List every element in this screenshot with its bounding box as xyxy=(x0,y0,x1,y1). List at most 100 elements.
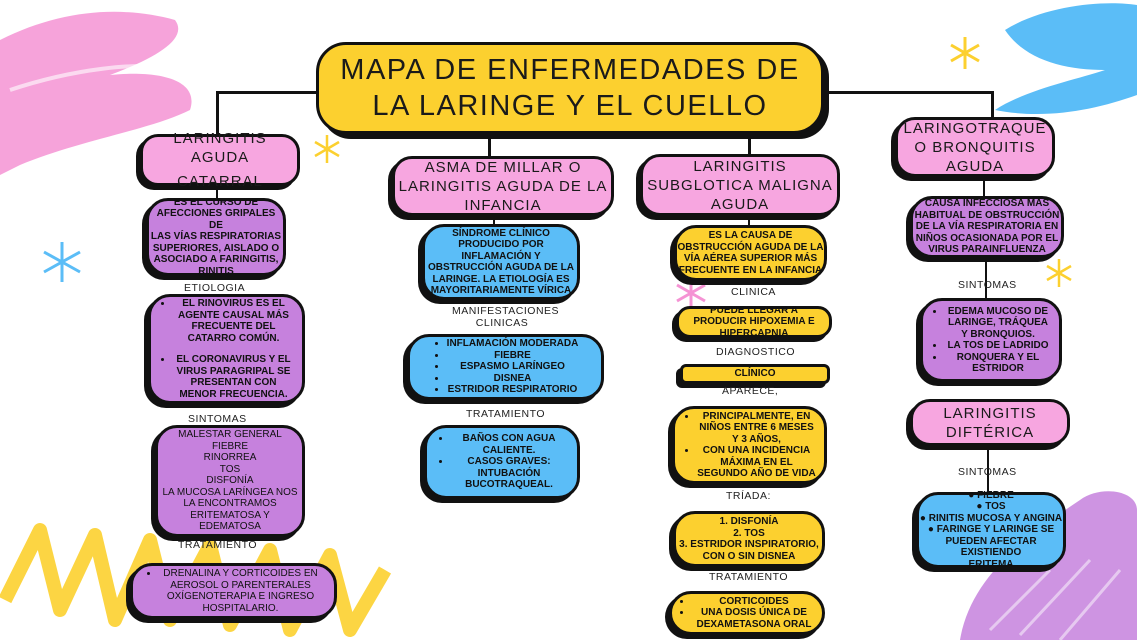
bullet-item: INFLAMACIÓN MODERADA xyxy=(447,338,579,350)
connector-line xyxy=(987,446,989,494)
bullet-item: ESTRIDOR RESPIRATORIO xyxy=(447,384,579,396)
pink-asterisk-icon xyxy=(676,277,706,309)
text-line: LA ENCONTRAMOS xyxy=(183,498,277,510)
tratamiento-box: DRENALINA Y CORTICOIDES EN AEROSOL O PAR… xyxy=(130,563,337,619)
triada-box: 1. DISFONÍA 2. TOS 3. ESTRIDOR INSPIRATO… xyxy=(673,511,825,567)
label-manifestaciones: MANIFESTACIONES CLINICAS xyxy=(452,305,560,329)
text-line: RINORREA xyxy=(203,452,257,464)
text-line: MAYORITARIAMENTE VÍRICA xyxy=(430,285,572,296)
text-line: TOS xyxy=(219,463,241,475)
text-line: RINITIS xyxy=(198,265,234,277)
etiologia-box: EL RINOVIRUS ES EL AGENTE CAUSAL MÁS FRE… xyxy=(148,294,305,404)
text-line: VIRUS PARAINFLUENZA xyxy=(928,244,1046,256)
text-line: LARINGE. LA ETIOLOGÍA ES xyxy=(432,273,570,285)
label-clinica: CLINICA xyxy=(731,286,776,298)
tratamiento-box: CORTICOIDES UNA DOSIS ÚNICA DE DEXAMETAS… xyxy=(669,591,825,635)
text-line: OBSTRUCCIÓN AGUDA DE LA xyxy=(428,262,574,273)
text-line: OBSTRUCCIÓN AGUDA DE LA xyxy=(677,241,824,253)
blue-brush-decoration xyxy=(995,3,1137,115)
definition-box: ES LA CAUSA DE OBSTRUCCIÓN AGUDA DE LA V… xyxy=(674,225,827,281)
text-line: ASOCIADO A FARINGITIS, xyxy=(153,254,279,266)
diagnostico-box: CLÍNICO xyxy=(680,364,830,384)
text-line: ES LA CAUSA DE xyxy=(708,230,793,241)
text-line: NIÑOS OCASIONADA POR EL xyxy=(915,232,1059,244)
heading-line: INFANCIA xyxy=(464,196,542,214)
connector-line xyxy=(216,186,218,198)
connector-line xyxy=(493,216,495,224)
heading-line: LARINGITIS xyxy=(943,404,1037,422)
sintomas-difteria-box: ● FIEBRE ● TOS ● RINITIS MUCOSA Y ANGINA… xyxy=(916,489,1066,570)
text-line: ● FARINGE Y LARINGE SE xyxy=(927,524,1055,536)
connector-line xyxy=(488,134,491,156)
label-etiologia: ETIOLOGIA xyxy=(184,282,246,294)
label-tratamiento: TRATAMIENTO xyxy=(178,539,257,551)
heading-asma-de-millar: ASMA DE MILLAR O LARINGITIS AGUDA DE LA … xyxy=(392,156,614,216)
bullet-item: CON UNA INCIDENCIA MÁXIMA EN EL SEGUNDO … xyxy=(697,445,816,480)
label-line: MANIFESTACIONES xyxy=(452,305,560,317)
heading-line: O BRONQUITIS xyxy=(914,138,1036,156)
connector-line xyxy=(985,258,987,298)
text-line: HABITUAL DE OBSTRUCCIÓN xyxy=(914,209,1060,221)
sintomas-box: EDEMA MUCOSO DE LARINGE, TRÁQUEA Y BRONQ… xyxy=(920,298,1062,382)
bullet-item: DISNEA xyxy=(447,373,579,385)
heading-laringotraqueobronquitis: LARINGOTRAQUE O BRONQUITIS AGUDA xyxy=(895,117,1055,177)
title-line: MAPA DE ENFERMEDADES DE xyxy=(340,54,800,86)
text-line: SÍNDROME CLÍNICO xyxy=(452,227,550,239)
text-line: ERITEMA xyxy=(968,558,1014,570)
bullet-item: EDEMA MUCOSO DE LARINGE, TRÁQUEA Y BRONQ… xyxy=(945,306,1051,341)
text-line: MALESTAR GENERAL xyxy=(178,429,282,441)
label-sintomas: SINTOMAS xyxy=(958,279,1017,291)
text-line: LAS VÍAS RESPIRATORIAS xyxy=(150,231,282,243)
aparece-box: PRINCIPALMENTE, EN NIÑOS ENTRE 6 MESES Y… xyxy=(672,406,827,484)
label-triada: TRÍADA: xyxy=(726,490,771,502)
text-line: PUEDE LLEGAR A PRODUCIR HIPOXEMIA E HIPE… xyxy=(693,304,815,339)
text-line: 3. ESTRIDOR INSPIRATORIO, xyxy=(679,539,819,550)
blue-asterisk-icon xyxy=(43,242,81,282)
heading-line: SUBGLOTICA MALIGNA xyxy=(647,176,833,194)
heading-line: ASMA DE MILLAR O xyxy=(424,158,582,176)
definition-box: SÍNDROME CLÍNICO PRODUCIDO POR INFLAMACI… xyxy=(422,224,580,300)
text-line: PRODUCIDO POR xyxy=(458,239,544,250)
connector-line xyxy=(216,91,219,139)
connector-line xyxy=(824,91,994,94)
label-line: CLINICAS xyxy=(475,317,529,329)
text-line: DISFONÍA xyxy=(206,475,254,487)
connector-line xyxy=(748,134,751,156)
text-line: CON O SIN DISNEA xyxy=(702,550,796,562)
manifestaciones-box: INFLAMACIÓN MODERADA FIEBRE ESPASMO LARÍ… xyxy=(407,334,604,400)
bullet-item: FIEBRE xyxy=(447,350,579,362)
clinica-box: PUEDE LLEGAR A PRODUCIR HIPOXEMIA E HIPE… xyxy=(676,304,832,339)
text-line: ● FIEBRE xyxy=(968,489,1014,501)
heading-line: CATARRAL xyxy=(177,173,263,190)
definition-box: CAUSA INFECCIOSA MÁS HABITUAL DE OBSTRUC… xyxy=(910,196,1064,258)
bullet-item: EL CORONAVIRUS Y EL VIRUS PARAGRIPAL SE … xyxy=(173,354,294,400)
pink-brush-decoration xyxy=(0,11,192,175)
connector-line xyxy=(748,215,750,225)
main-title-box: MAPA DE ENFERMEDADES DE LA LARINGE Y EL … xyxy=(316,42,824,134)
connector-line xyxy=(216,91,318,94)
bullet-item: EL RINOVIRUS ES EL AGENTE CAUSAL MÁS FRE… xyxy=(173,298,294,344)
yellow-asterisk-icon xyxy=(1046,259,1072,287)
text-line: 2. TOS xyxy=(733,527,765,539)
label-aparece: APARECE, xyxy=(722,385,779,397)
text-line: FIEBRE xyxy=(211,440,249,452)
heading-line: LARINGOTRAQUE xyxy=(903,119,1047,137)
heading-line: DIFTÉRICA xyxy=(945,423,1035,441)
text-line: VÍA AÉREA SUPERIOR MÁS xyxy=(683,253,818,264)
text-line: DE LA VÍA RESPIRATORIA EN xyxy=(915,221,1059,233)
connector-line xyxy=(983,177,985,197)
heading-line: AGUDA xyxy=(945,157,1005,175)
text-line: INFLAMACIÓN Y xyxy=(461,250,541,262)
bullet-item: ESPASMO LARÍNGEO xyxy=(447,361,579,373)
bullet-item: LA TOS DE LADRIDO xyxy=(945,340,1051,352)
text-line: AFECCIONES GRIPALES DE xyxy=(156,208,276,231)
label-sintomas: SINTOMAS xyxy=(188,413,247,425)
sintomas-box: MALESTAR GENERAL FIEBRE RINORREA TOS DIS… xyxy=(155,425,305,537)
label-tratamiento: TRATAMIENTO xyxy=(709,571,788,583)
yellow-asterisk-icon xyxy=(950,37,980,69)
connector-line xyxy=(991,91,994,119)
text-line: FRECUENTE EN LA INFANCIA xyxy=(678,264,823,276)
tratamiento-box: BAÑOS CON AGUA CALIENTE. CASOS GRAVES: I… xyxy=(424,425,580,499)
bullet-item: CORTICOIDES xyxy=(692,596,816,608)
text-line: ● RINITIS MUCOSA Y ANGINA xyxy=(919,512,1063,524)
